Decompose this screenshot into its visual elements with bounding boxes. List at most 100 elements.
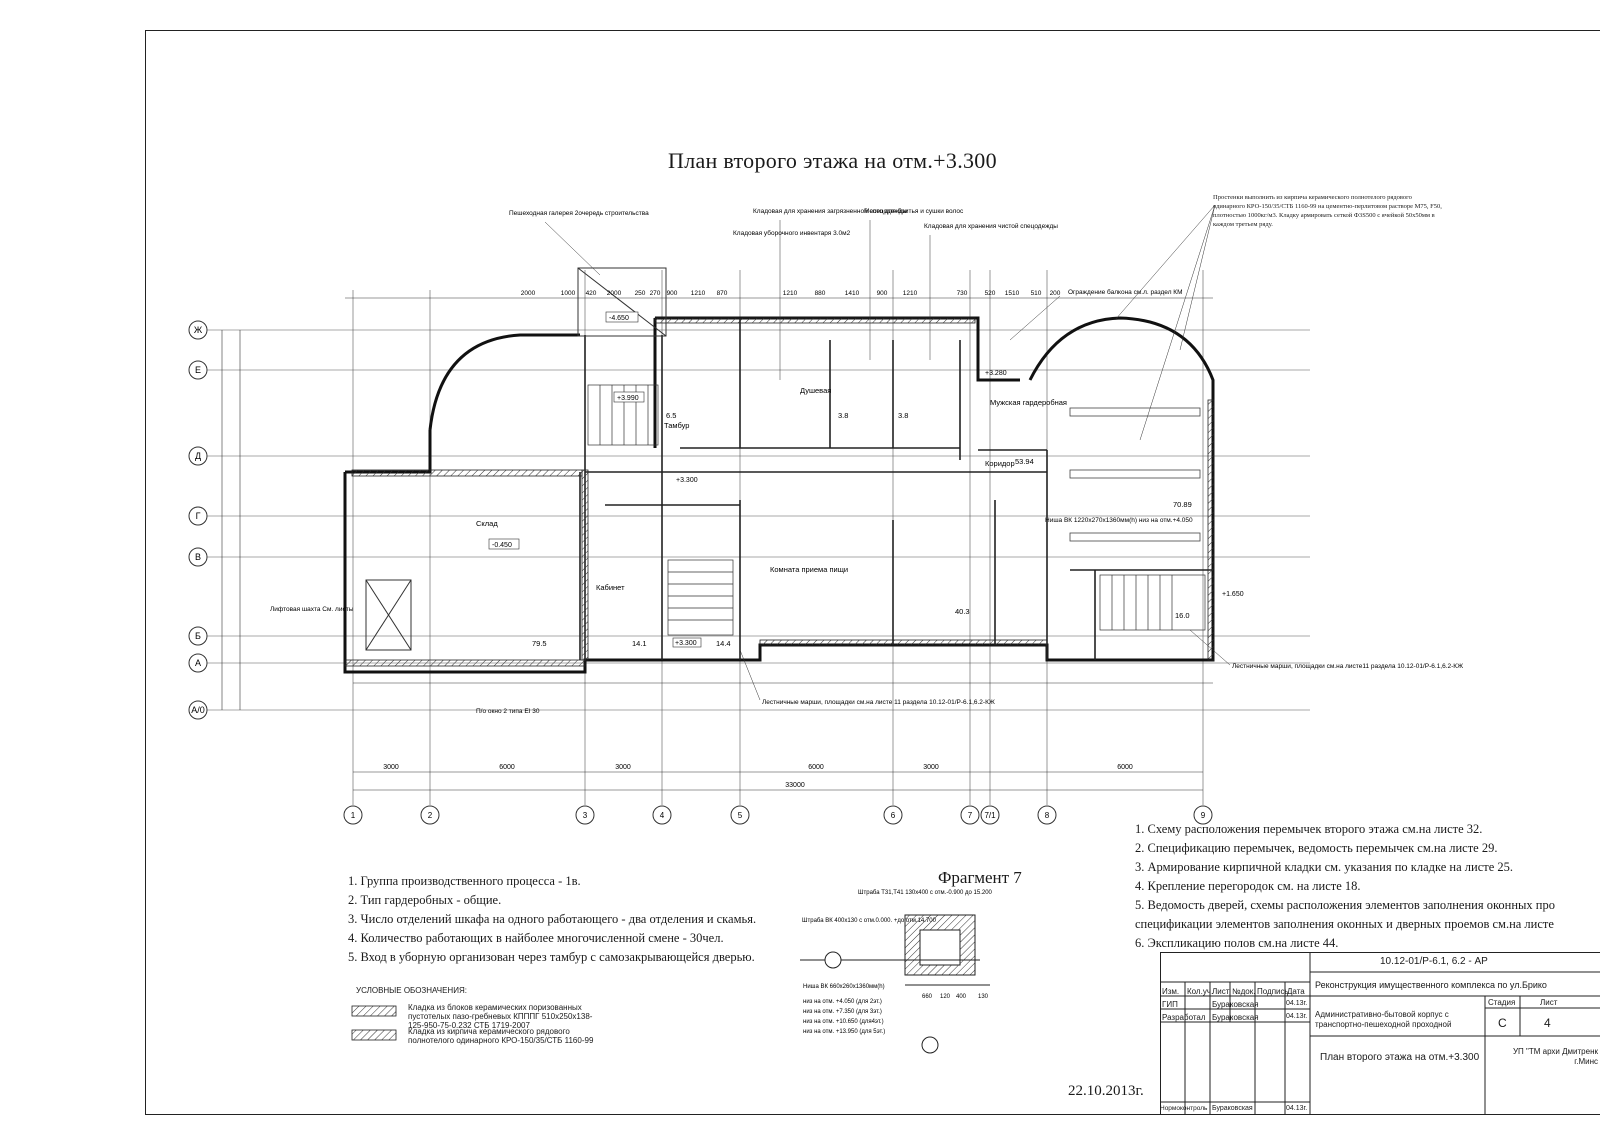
stamp-h-list: Лист [1212,987,1230,996]
svg-text:низ на отм. +10.650 (для4эт.): низ на отм. +10.650 (для4эт.) [803,1019,884,1025]
stamp-org: УП "ТМ архи Дмитренк г.Минс [1512,1047,1598,1066]
svg-text:Г: Г [196,511,201,521]
stamp-gip: ГИП [1162,1000,1178,1009]
note-left-5: 5. Вход в уборную организован через тамб… [348,950,755,964]
note-right-6: спецификации элементов заполнения оконны… [1135,917,1554,931]
callout-labels: Пешеходная галерея 2очередь строительств… [270,207,1463,715]
svg-text:3000: 3000 [383,764,399,771]
svg-text:Кладовая для хранения чистой с: Кладовая для хранения чистой спецодежды [924,222,1058,230]
svg-text:730: 730 [957,290,968,297]
svg-text:В: В [195,552,201,562]
inner-walls [579,318,1213,660]
svg-text:1: 1 [351,811,356,820]
lift-shaft [365,579,412,651]
bottom-dimensions: 3000 6000 3000 6000 3000 6000 33000 [383,764,1133,789]
stamp-h-sign: Подпись [1257,987,1289,996]
svg-text:Е: Е [195,365,201,375]
svg-text:+3.300: +3.300 [675,640,697,647]
svg-text:14.4: 14.4 [716,639,731,648]
svg-text:130: 130 [978,994,989,1000]
stamp-gip-person: Бураковская [1212,1000,1259,1009]
note-right-5: 5. Ведомость дверей, схемы расположения … [1135,898,1556,912]
stamp-normkontr-date: 04.13г. [1286,1105,1308,1112]
stamp-h-doc: №док. [1232,987,1256,996]
svg-text:Место для бритья и сушки волос: Место для бритья и сушки волос [864,207,964,215]
svg-text:3.8: 3.8 [838,411,848,420]
svg-text:низ на отм. +4.050 (для 2эт.): низ на отм. +4.050 (для 2эт.) [803,999,882,1005]
stamp-razrab-person: Бураковская [1212,1013,1259,1022]
svg-text:3000: 3000 [923,764,939,771]
legend-swatch-blocks [351,1005,397,1017]
svg-text:1510: 1510 [1005,290,1020,297]
svg-text:Штраба ВК 400х130 с отм.0.000.: Штраба ВК 400х130 с отм.0.000. +до отм.1… [802,918,937,924]
svg-text:1410: 1410 [845,290,860,297]
svg-text:870: 870 [717,290,728,297]
svg-text:3000: 3000 [615,764,631,771]
lockers [1069,407,1201,542]
svg-text:низ на отм. +7.350 (для 3эт.): низ на отм. +7.350 (для 3эт.) [803,1009,882,1015]
svg-text:8: 8 [1045,811,1050,820]
svg-text:+1.650: +1.650 [1222,591,1244,598]
stamp-razrab: Разработал [1162,1013,1206,1022]
svg-text:Мужская гардеробная: Мужская гардеробная [990,398,1067,407]
note-left-2: 2. Тип гардеробных - общие. [348,893,502,907]
room-labels: Склад Кабинет Комната приема пищи Коридо… [476,386,1067,592]
room-areas: 79.5 14.1 14.4 40.3 53.94 70.89 16.0 6.5… [532,411,1192,648]
stairs [587,384,1206,636]
svg-text:5: 5 [738,811,743,820]
svg-text:Д: Д [195,451,201,461]
svg-text:6000: 6000 [808,764,824,771]
stamp-stage: С [1498,1016,1507,1030]
drawing-title: План второго этажа на отм.+3.300 [668,148,997,173]
svg-text:+3.280: +3.280 [985,370,1007,377]
hatched-walls [344,317,1215,667]
svg-text:6.5: 6.5 [666,411,676,420]
note-left-4: 4. Количество работающих в найболее мног… [348,931,724,945]
legend-item-blocks: Кладка из блоков керамических поризованн… [408,1003,593,1030]
svg-text:Кладовая для хранения загрязне: Кладовая для хранения загрязненной спецо… [753,207,907,215]
svg-text:510: 510 [1031,290,1042,297]
svg-text:120: 120 [940,994,951,1000]
axis-markers-letters: Ж Е Д Г В Б А А/0 [188,320,208,720]
title-block-grid [1160,952,1600,1115]
top-dimensions: 2000 1000 420 2000 250 270 900 1210 870 … [521,290,1061,297]
svg-text:Тамбур: Тамбур [664,421,689,430]
svg-text:2000: 2000 [521,290,536,297]
svg-text:900: 900 [667,290,678,297]
svg-text:низ на отм. +13.950 (для 5эт.): низ на отм. +13.950 (для 5эт.) [803,1029,885,1035]
stamp-normkontr: Нормоконтроль [1160,1105,1208,1112]
svg-text:Коридор: Коридор [985,459,1015,468]
svg-text:Ниша ВК 1220х270х1360мм(h) низ: Ниша ВК 1220х270х1360мм(h) низ на отм.+4… [1045,517,1193,524]
fragment-7-labels: Штраба Т31,Т41 130х400 с отм.-0.900 до 1… [802,890,993,1035]
svg-text:Ограждение балкона см.л. р: Ограждение балкона см.л. раздел КМ [1068,288,1183,296]
svg-text:270: 270 [650,290,661,297]
stamp-razrab-date: 04.13г. [1286,1013,1308,1020]
svg-text:Склад: Склад [476,519,498,528]
svg-text:+3.300: +3.300 [676,477,698,484]
svg-text:6: 6 [891,811,896,820]
note-left-3: 3. Число отделений шкафа на одного работ… [348,912,757,926]
svg-text:Комната приема пищи: Комната приема пищи [770,565,848,574]
svg-text:Лифтовая шахта См. листы: Лифтовая шахта См. листы [270,606,354,613]
stamp-gip-date: 04.13г. [1286,1000,1308,1007]
svg-text:7: 7 [968,811,973,820]
title-block: 10.12-01/Р-6.1, 6.2 - АР Реконструкция и… [1160,952,1600,1115]
svg-text:660: 660 [922,994,933,1000]
svg-text:Кабинет: Кабинет [596,583,625,592]
stamp-code: 10.12-01/Р-6.1, 6.2 - АР [1380,956,1488,967]
svg-text:250: 250 [635,290,646,297]
svg-text:53.94: 53.94 [1015,457,1034,466]
svg-text:Ниша ВК 660х260х1360мм(h): Ниша ВК 660х260х1360мм(h) [803,984,885,990]
svg-text:А: А [195,658,201,668]
svg-text:Пешеходная галерея 2очередь ст: Пешеходная галерея 2очередь строительств… [509,210,649,217]
dimension-lines [221,297,1213,791]
svg-text:520: 520 [985,290,996,297]
legend-swatch-brick [351,1029,397,1041]
note-right-4: 4. Крепление перегородок см. на листе 18… [1135,879,1361,893]
svg-text:9: 9 [1201,811,1206,820]
svg-text:400: 400 [956,994,967,1000]
svg-text:4: 4 [660,811,665,820]
svg-text:40.3: 40.3 [955,607,970,616]
svg-text:1210: 1210 [783,290,798,297]
